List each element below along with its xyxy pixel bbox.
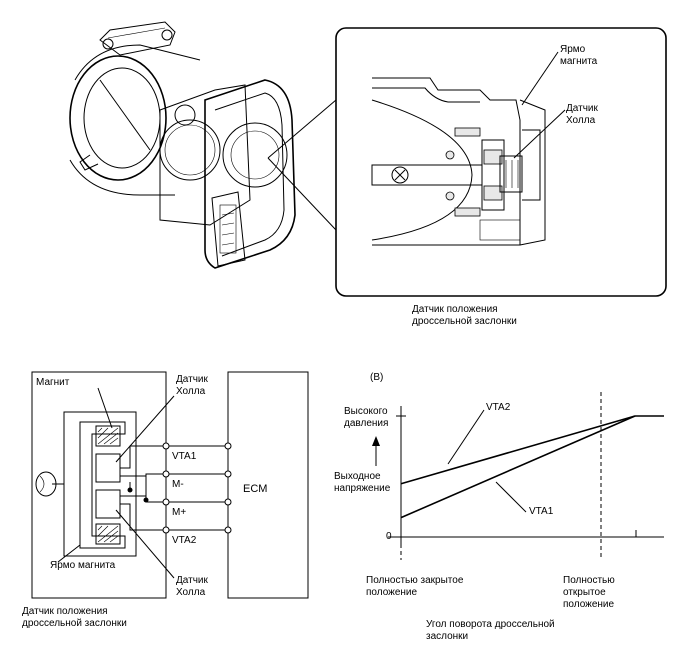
series-vta1-line — [400, 415, 636, 519]
series-label-vta2: VTA2 — [486, 402, 511, 413]
terminal-vta2: VTA2 — [172, 535, 197, 546]
ecm-label: ECM — [243, 483, 268, 495]
y-high-label: Высокого давления — [344, 406, 389, 429]
terminal-vta1: VTA1 — [172, 451, 197, 462]
x-open-label: Полностью открытое положение — [563, 575, 615, 610]
x-axis-label: Угол поворота дроссельной заслонки — [426, 619, 555, 642]
hall-bottom-label: Датчик Холла — [176, 575, 208, 598]
series-vta2-line — [400, 415, 636, 485]
x-closed-label: Полностью закрытое положение — [366, 575, 464, 598]
circuit-diagram — [31, 371, 309, 599]
circuit-caption: Датчик положения дроссельной заслонки — [22, 606, 127, 629]
inset-yoke-label: Ярмо магнита — [560, 44, 598, 67]
terminal-m-minus: M- — [172, 479, 184, 490]
magnet-label: Магнит — [36, 377, 70, 388]
y-zero-label: 0 — [386, 531, 392, 542]
top-caption: Датчик положения дроссельной заслонки — [412, 304, 517, 327]
graph-panel-label: (B) — [370, 372, 384, 383]
output-graph — [372, 392, 664, 560]
hall-top-label: Датчик Холла — [176, 374, 208, 397]
inset-detail — [335, 27, 667, 297]
y-axis-label: Выходное напряжение — [334, 471, 391, 494]
terminal-m-plus: M+ — [172, 507, 187, 518]
throttle-body-illustration — [69, 21, 337, 269]
inset-hall-label: Датчик Холла — [566, 103, 598, 126]
series-label-vta1: VTA1 — [529, 506, 554, 517]
yoke-label: Ярмо магнита — [50, 560, 116, 571]
